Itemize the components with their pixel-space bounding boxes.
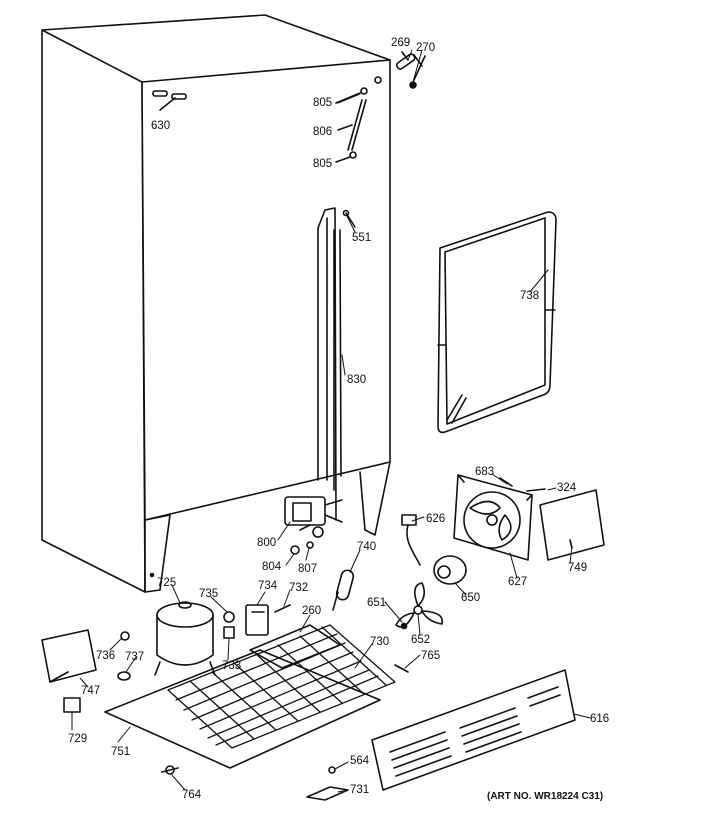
label-626: 626 xyxy=(426,513,446,525)
label-616: 616 xyxy=(590,713,610,725)
part-737-mount xyxy=(117,671,131,681)
label-731: 731 xyxy=(350,784,370,796)
part-626-harness xyxy=(401,514,421,566)
label-732: 732 xyxy=(289,582,309,594)
label-734: 734 xyxy=(258,580,278,592)
label-551: 551 xyxy=(352,232,372,244)
label-630: 630 xyxy=(151,120,171,132)
label-733: 733 xyxy=(222,660,242,672)
part-269-270-hinge xyxy=(395,51,426,89)
label-751: 751 xyxy=(111,746,131,758)
part-830-mullion xyxy=(317,207,342,521)
part-736-grommet xyxy=(120,631,130,641)
part-627-fan-shroud xyxy=(453,474,533,561)
label-740: 740 xyxy=(357,541,377,553)
part-765-clip xyxy=(394,664,409,673)
part-734-overload xyxy=(245,604,269,636)
label-806: 806 xyxy=(313,126,333,138)
part-764-bracket xyxy=(161,765,179,775)
cabinet xyxy=(41,14,391,593)
label-650: 650 xyxy=(461,592,481,604)
label-324: 324 xyxy=(557,482,577,494)
label-805-bottom: 805 xyxy=(313,158,333,170)
label-651: 651 xyxy=(367,597,387,609)
label-564: 564 xyxy=(350,755,370,767)
label-736: 736 xyxy=(96,650,116,662)
label-725: 725 xyxy=(157,577,177,589)
part-564-screw xyxy=(328,766,336,774)
label-735: 735 xyxy=(199,588,219,600)
part-683-screw xyxy=(499,477,513,487)
label-729: 729 xyxy=(68,733,88,745)
label-747: 747 xyxy=(81,685,101,697)
label-765: 765 xyxy=(421,650,441,662)
part-616-access-panel xyxy=(371,669,576,791)
label-764: 764 xyxy=(182,789,202,801)
part-730-condenser xyxy=(167,624,396,749)
part-807-fitting xyxy=(306,541,314,549)
label-730: 730 xyxy=(370,636,390,648)
label-800: 800 xyxy=(257,537,277,549)
label-738: 738 xyxy=(520,290,540,302)
part-725-compressor xyxy=(154,601,216,676)
label-683: 683 xyxy=(475,466,495,478)
part-630-hinge-cover xyxy=(152,90,187,111)
part-551-screw xyxy=(342,209,356,228)
part-731-bracket xyxy=(306,786,349,801)
part-751-base-pan xyxy=(104,649,381,769)
label-807: 807 xyxy=(298,563,318,575)
art-number: (ART NO. WR18224 C31) xyxy=(487,791,604,802)
label-804: 804 xyxy=(262,561,282,573)
part-800-water-valve xyxy=(284,496,343,538)
part-729-capacitor xyxy=(63,697,81,713)
part-732-clip xyxy=(274,604,291,613)
leader-lines xyxy=(71,49,591,793)
label-805-top: 805 xyxy=(313,97,333,109)
part-324-screw xyxy=(526,488,546,492)
part-738-gasket xyxy=(437,211,557,434)
label-749: 749 xyxy=(568,562,588,574)
label-737: 737 xyxy=(125,651,145,663)
label-830: 830 xyxy=(347,374,367,386)
part-735-grommet xyxy=(223,611,235,623)
part-733-relay xyxy=(223,626,235,639)
part-650-fan-motor xyxy=(433,555,467,585)
part-260-drain-pan xyxy=(249,624,341,669)
label-269: 269 xyxy=(391,37,411,49)
label-270: 270 xyxy=(416,42,436,54)
part-740-sensor xyxy=(332,569,355,611)
label-260: 260 xyxy=(302,605,322,617)
label-652: 652 xyxy=(411,634,431,646)
label-627: 627 xyxy=(508,576,528,588)
part-804-nut xyxy=(290,545,300,555)
part-747-box xyxy=(41,629,97,683)
